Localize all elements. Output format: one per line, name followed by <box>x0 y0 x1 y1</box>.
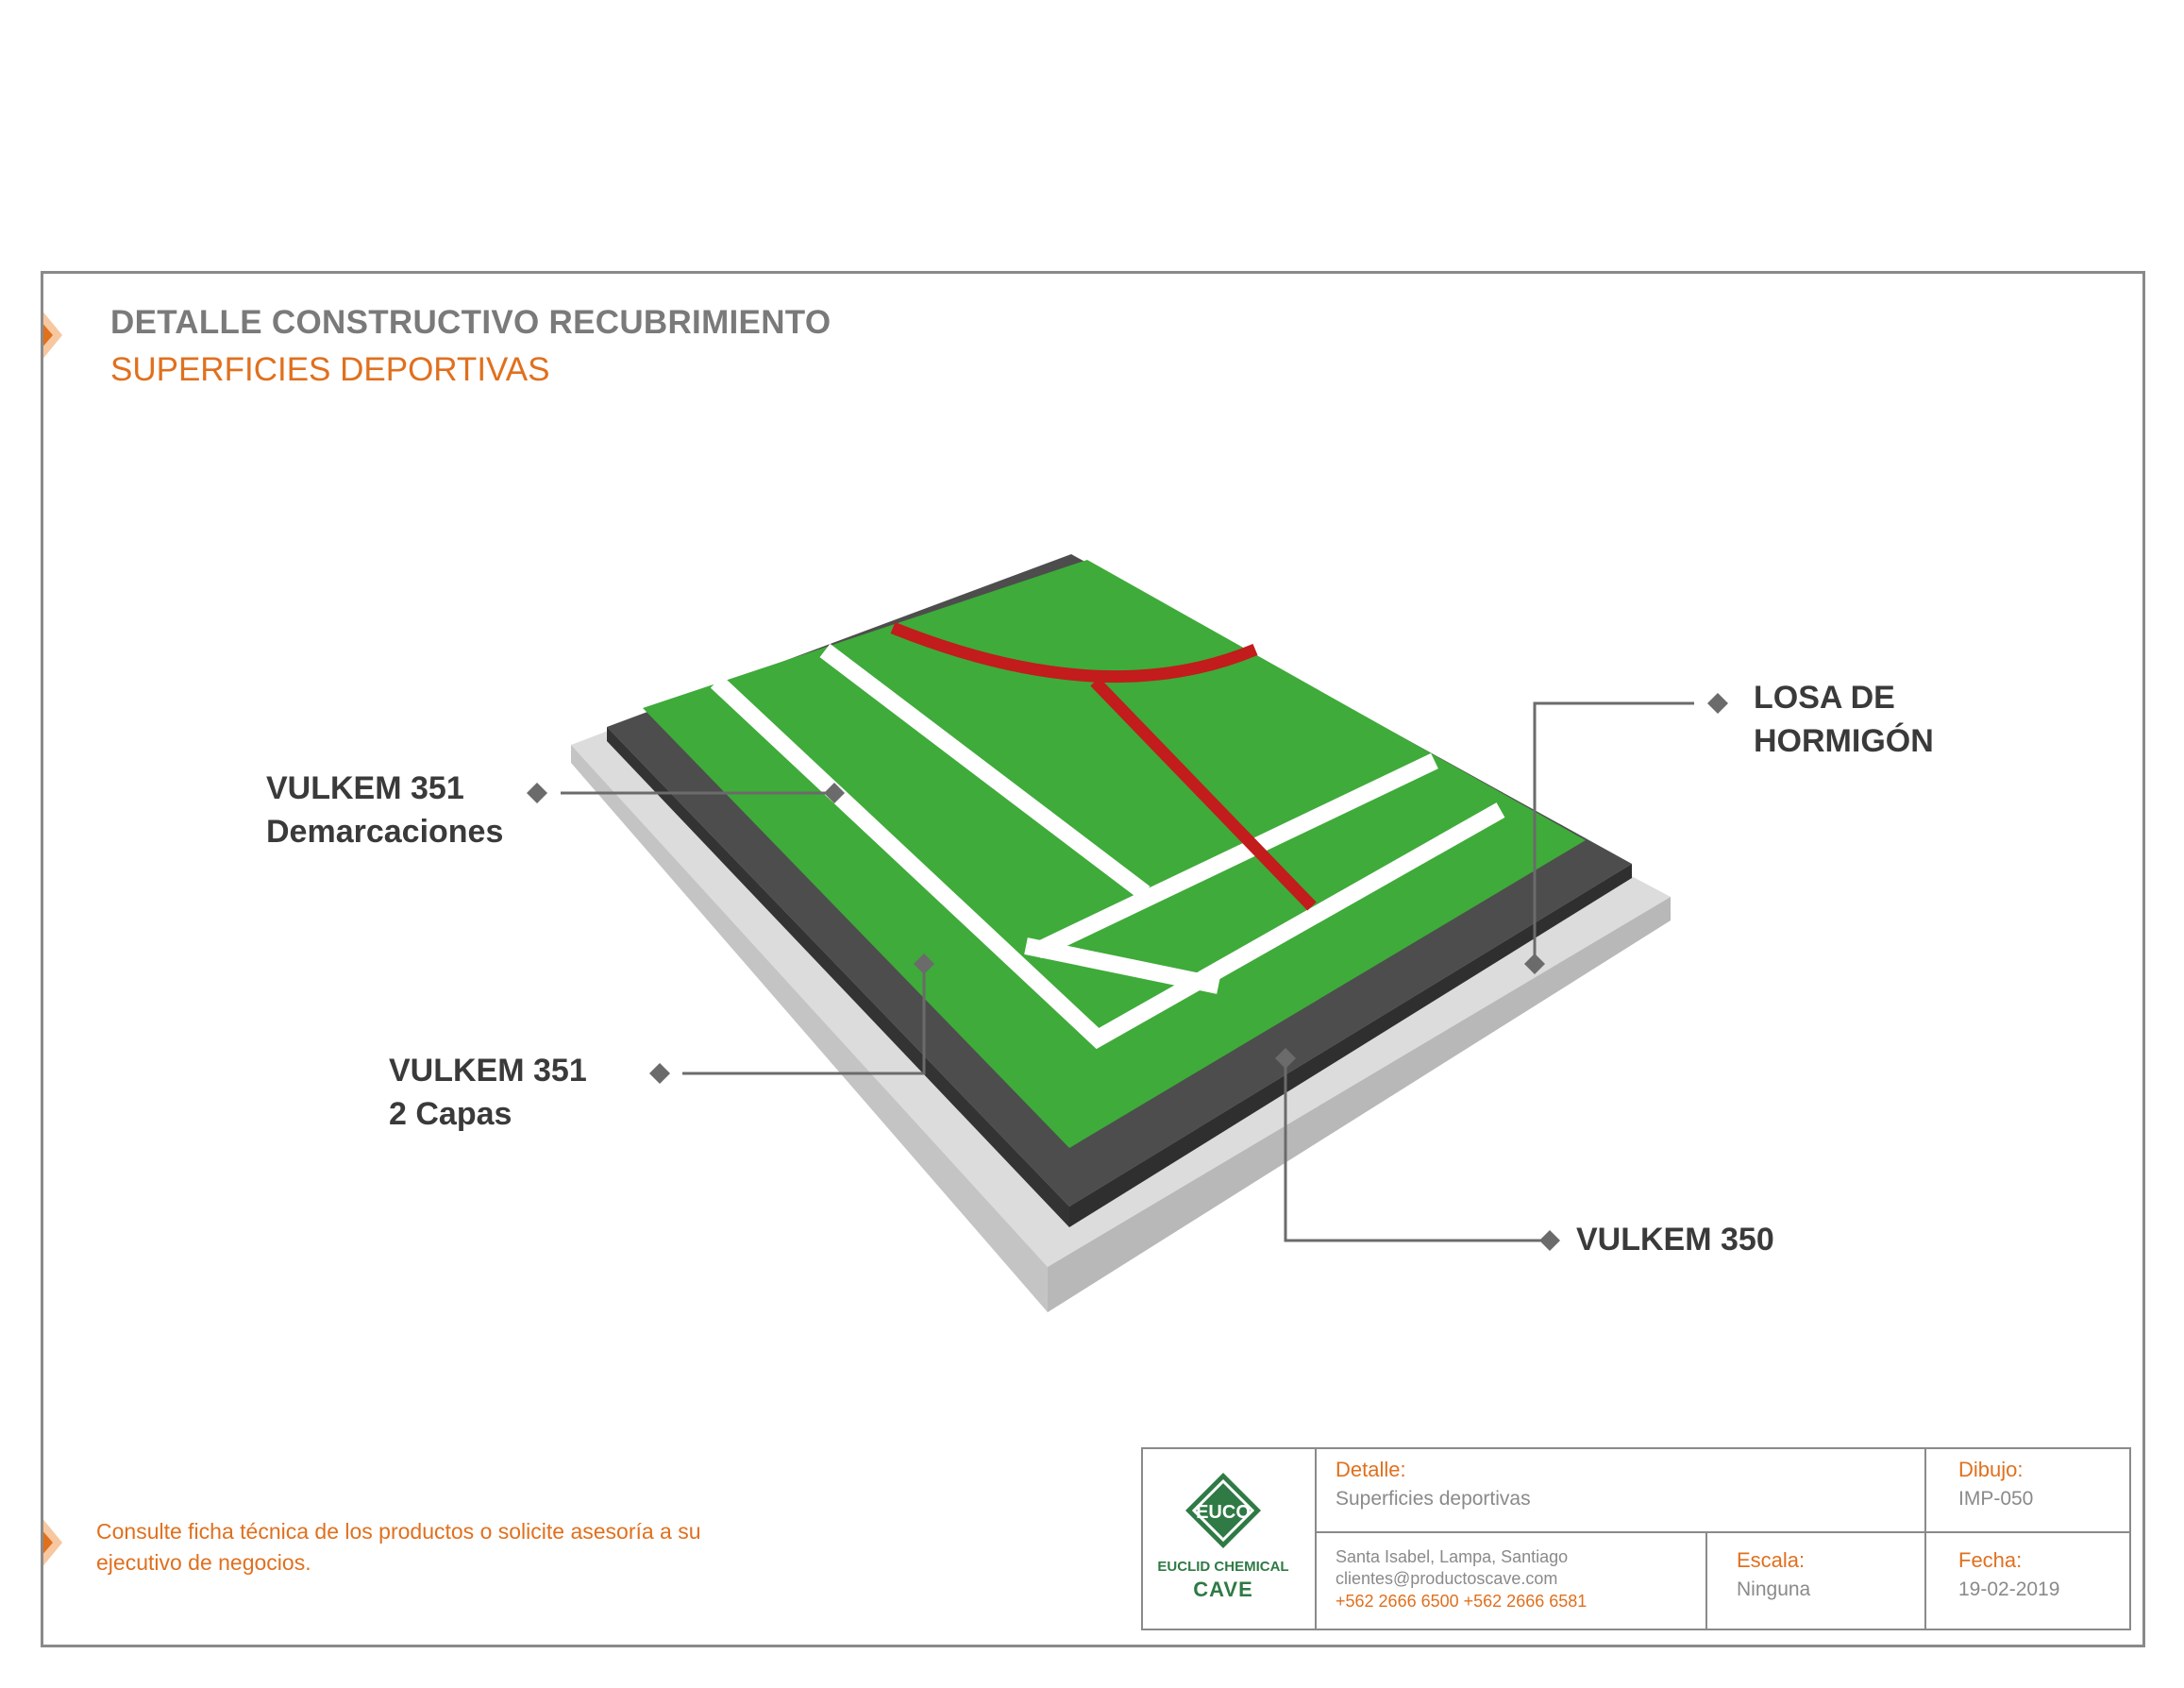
phones: +562 2666 6500 +562 2666 6581 <box>1336 1592 1588 1611</box>
address: Santa Isabel, Lampa, Santiago <box>1336 1547 1569 1566</box>
brand-name-cave: CAVE <box>1193 1578 1253 1601</box>
callout-2-capas: VULKEM 351 2 Capas <box>389 1049 587 1136</box>
title-block <box>1141 1447 2131 1630</box>
svg-text:EUCO: EUCO <box>1196 1502 1251 1523</box>
callout-vulkem-350: VULKEM 350 <box>1576 1218 1774 1261</box>
callout-line: LOSA DE <box>1754 680 1895 716</box>
diamond-icon <box>1275 1048 1296 1069</box>
detalle-value: Superficies deportivas <box>1336 1488 1531 1510</box>
callout-line: VULKEM 350 <box>1576 1222 1774 1258</box>
fecha-label: Fecha: <box>1958 1548 2023 1572</box>
dibujo-value: IMP-050 <box>1958 1488 2034 1510</box>
white-court-lines <box>710 643 1505 1050</box>
drawing-frame <box>41 271 2145 1647</box>
leader-lines <box>561 701 1694 1242</box>
page-title: DETALLE CONSTRUCTIVO RECUBRIMIENTO <box>110 304 832 341</box>
email: clientes@productoscave.com <box>1336 1569 1558 1588</box>
dibujo-label: Dibujo: <box>1958 1458 2024 1481</box>
escala-value: Ninguna <box>1737 1578 1811 1600</box>
header-chevron-icon <box>41 309 62 362</box>
diamond-icon <box>527 783 547 803</box>
diamond-icon <box>649 1063 670 1084</box>
euclid-logo-icon: EUCO <box>1185 1473 1261 1548</box>
sport-surface <box>643 560 1586 1148</box>
callout-line: Demarcaciones <box>266 814 504 850</box>
brand-name: EUCLID CHEMICAL <box>1157 1559 1289 1575</box>
page-subtitle: SUPERFICIES DEPORTIVAS <box>110 351 550 388</box>
diamond-icon <box>1539 1230 1560 1251</box>
fecha-value: 19-02-2019 <box>1958 1578 2060 1600</box>
diamond-icon <box>1707 693 1728 714</box>
diamond-icon <box>1524 954 1545 974</box>
callout-line: VULKEM 351 <box>389 1053 587 1089</box>
callout-line: VULKEM 351 <box>266 770 464 806</box>
diamond-icon <box>914 954 934 974</box>
escala-label: Escala: <box>1737 1548 1806 1572</box>
callout-demarcaciones: VULKEM 351 Demarcaciones <box>266 767 503 853</box>
footnote-chevron-icon <box>41 1516 62 1569</box>
footnote: Consulte ficha técnica de los productos … <box>96 1519 701 1575</box>
callout-line: HORMIGÓN <box>1754 723 1934 759</box>
red-court-lines <box>890 621 1317 911</box>
callout-line: 2 Capas <box>389 1096 512 1132</box>
detalle-label: Detalle: <box>1336 1458 1406 1481</box>
callout-markers <box>527 693 1728 1251</box>
diamond-icon <box>824 783 845 803</box>
callout-losa-hormigon: LOSA DE HORMIGÓN <box>1754 676 1934 763</box>
